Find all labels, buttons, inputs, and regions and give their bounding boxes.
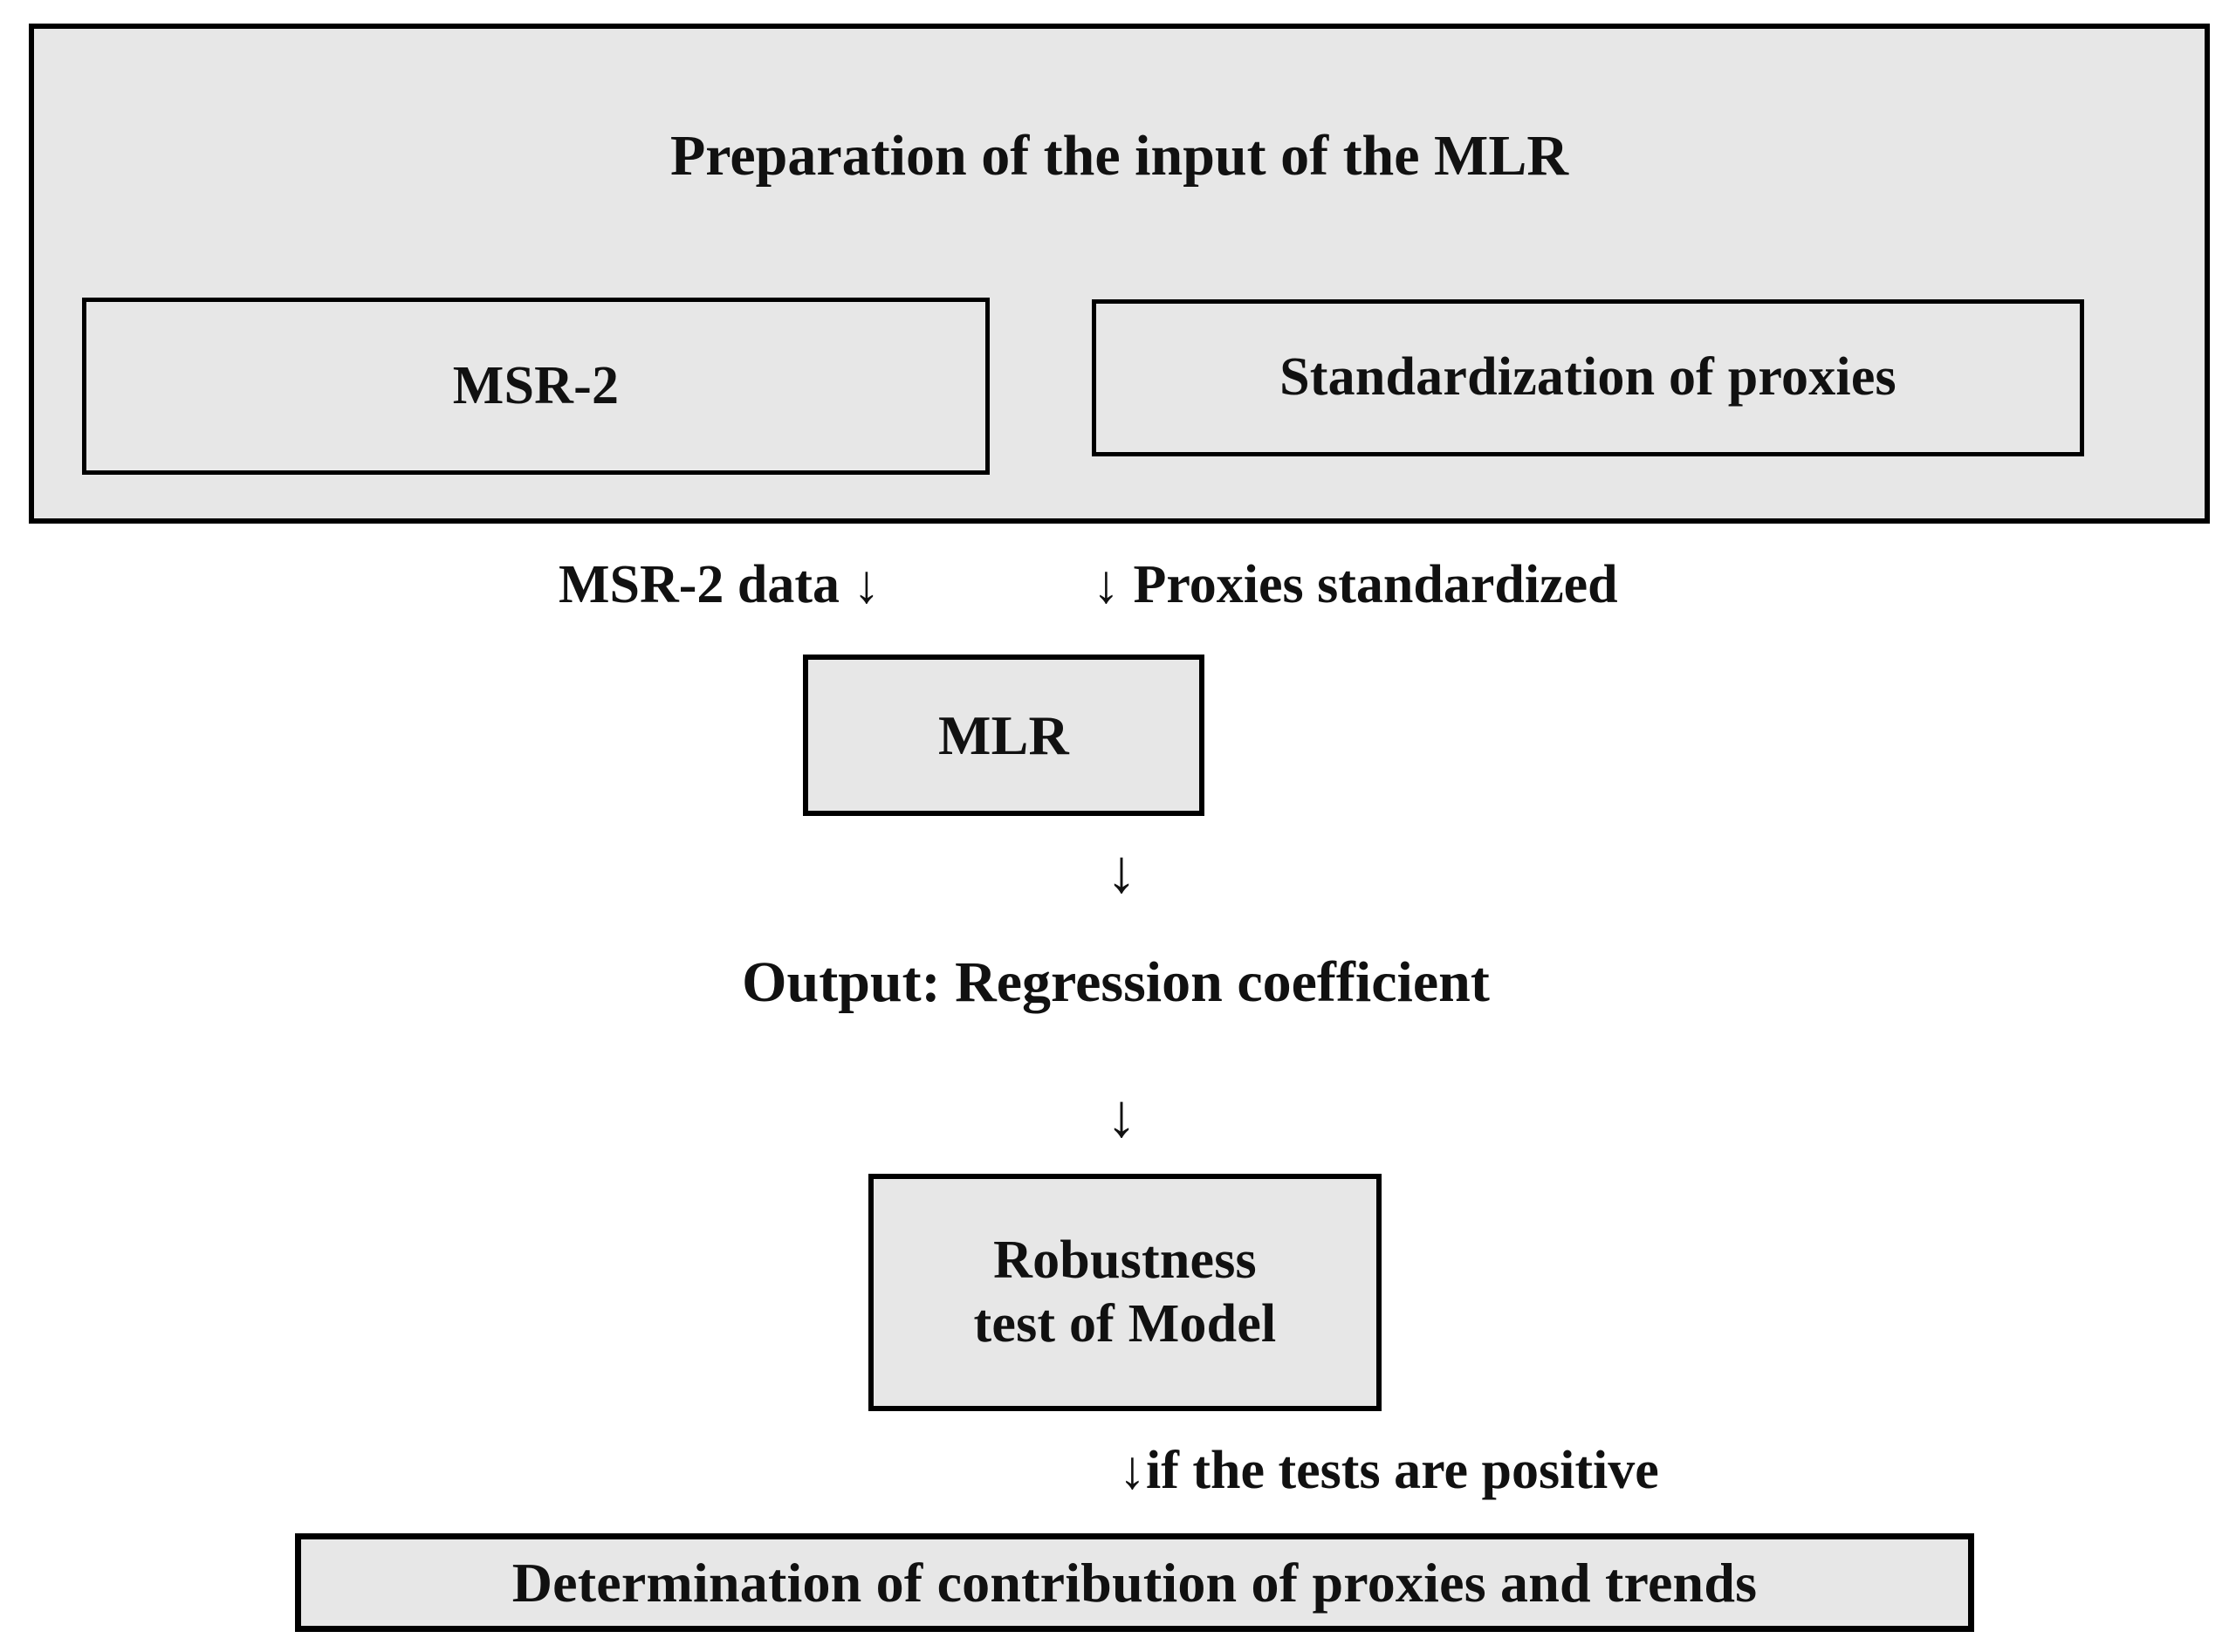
msr2-box: MSR-2 <box>82 298 990 475</box>
edge-label-if-tests-positive: ↓if the tests are positive <box>1119 1441 1659 1500</box>
standardization-of-proxies-box: Standardization of proxies <box>1092 299 2084 456</box>
msr2-label: MSR-2 <box>452 355 620 415</box>
robustness-test-label-line2: test of Model <box>973 1294 1277 1354</box>
edge-label-proxies-standardized: ↓ Proxies standardized <box>1093 555 1618 614</box>
edge-label-msr2-data: MSR-2 data ↓ <box>559 555 881 614</box>
arrow-down-icon-mlr-to-output: ↓ <box>1106 839 1137 906</box>
mlr-label: MLR <box>938 703 1069 766</box>
robustness-test-label-line1: Robustness <box>993 1230 1257 1290</box>
output-regression-coefficient-label: Output: Regression coefficient <box>742 950 1490 1014</box>
preparation-group-title: Preparation of the input of the MLR <box>669 124 1569 188</box>
mlr-box: MLR <box>803 655 1204 816</box>
preparation-group-box: Preparation of the input of the MLR MSR-… <box>29 24 2210 524</box>
arrow-down-icon-output-to-robustness: ↓ <box>1106 1083 1137 1150</box>
determination-label: Determination of contribution of proxies… <box>511 1551 1758 1614</box>
determination-box: Determination of contribution of proxies… <box>295 1533 1974 1632</box>
standardization-of-proxies-label: Standardization of proxies <box>1279 347 1896 408</box>
robustness-test-box: Robustness test of Model <box>868 1174 1382 1411</box>
